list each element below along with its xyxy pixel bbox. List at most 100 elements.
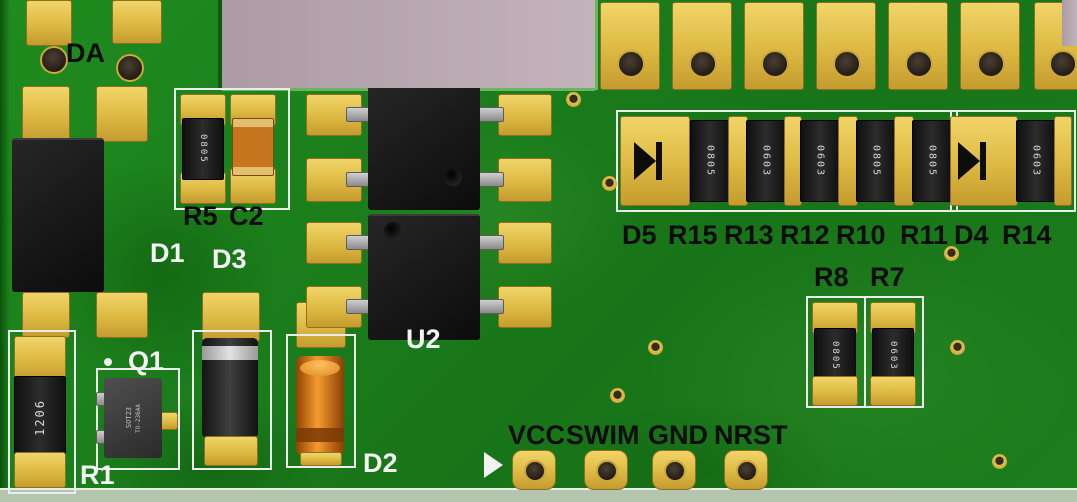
label-r10: R10 bbox=[836, 220, 886, 250]
silkscreen-outline-r5-c2 bbox=[174, 88, 290, 210]
chip-marking: 0603 bbox=[760, 144, 772, 178]
pad-gold bbox=[728, 116, 748, 206]
label-pin-swim: SWIM bbox=[566, 420, 640, 450]
chip-capacitor-c2 bbox=[232, 118, 274, 176]
label-r15: R15 bbox=[668, 220, 718, 250]
label-pin-gnd: GND bbox=[648, 420, 708, 450]
label-r14: R14 bbox=[1002, 220, 1052, 250]
via bbox=[602, 176, 617, 191]
drill-hole bbox=[905, 50, 933, 78]
silkscreen-pin1-dot bbox=[104, 358, 112, 366]
render-background-corner bbox=[1062, 0, 1077, 46]
label-r1: R1 bbox=[80, 460, 115, 490]
pad-gold bbox=[14, 336, 66, 380]
chip-resistor-r7: 0603 bbox=[872, 328, 914, 384]
pin1-dimple bbox=[384, 222, 402, 240]
pad-gold bbox=[112, 0, 162, 44]
board-notch-right-edge bbox=[595, 0, 598, 90]
drill-hole bbox=[524, 460, 546, 482]
silkscreen-outline-q1 bbox=[96, 368, 180, 470]
chip-marking: 0603 bbox=[814, 144, 826, 178]
pad-gold bbox=[498, 94, 552, 136]
board-notch-left-edge bbox=[218, 0, 222, 90]
drill-hole bbox=[1049, 50, 1077, 78]
drill-hole bbox=[40, 46, 68, 74]
chip-marking: 0603 bbox=[1030, 144, 1042, 178]
chip-resistor-r1: 1206 bbox=[14, 376, 66, 458]
drill-hole bbox=[761, 50, 789, 78]
chip-marking: 0805 bbox=[198, 134, 208, 164]
pad-gold bbox=[838, 116, 858, 206]
via bbox=[648, 340, 663, 355]
chip-resistor-r10: 0805 bbox=[856, 120, 896, 202]
drill-hole bbox=[833, 50, 861, 78]
chip-marking: 0805 bbox=[704, 144, 716, 178]
diode-symbol-d4 bbox=[958, 142, 986, 180]
label-r13: R13 bbox=[724, 220, 774, 250]
pad-gold bbox=[300, 452, 342, 466]
silkscreen-pin1-arrow bbox=[484, 452, 503, 478]
chip-marking: 0603 bbox=[888, 341, 898, 371]
component-body-u2-top bbox=[368, 84, 480, 210]
chip-resistor-r12: 0603 bbox=[800, 120, 840, 202]
label-d3: D3 bbox=[212, 244, 247, 274]
label-r8: R8 bbox=[814, 262, 849, 292]
chip-resistor-r8: 0805 bbox=[814, 328, 856, 384]
pad-gold bbox=[202, 292, 260, 342]
pad-gold bbox=[204, 436, 258, 466]
pad-gold bbox=[96, 292, 148, 338]
silkscreen-outline-d2 bbox=[286, 334, 356, 468]
label-d2: D2 bbox=[363, 448, 398, 478]
via bbox=[566, 92, 581, 107]
component-body-q1: SOT23 TO-236AA bbox=[104, 378, 162, 458]
chip-resistor-r13: 0603 bbox=[746, 120, 786, 202]
silkscreen-outline-d3 bbox=[192, 330, 272, 470]
pad-gold bbox=[870, 376, 916, 406]
drill-hole bbox=[617, 50, 645, 78]
pin1-dimple bbox=[444, 168, 462, 186]
pad-gold bbox=[14, 452, 66, 488]
drill-hole bbox=[664, 460, 686, 482]
pad-gold bbox=[498, 222, 552, 264]
header-pad-swim bbox=[584, 450, 628, 490]
drill-hole bbox=[116, 54, 144, 82]
chip-marking: 0805 bbox=[830, 341, 840, 371]
board-left-edge bbox=[0, 0, 10, 488]
pad-gold bbox=[894, 116, 914, 206]
chip-resistor-r5: 0805 bbox=[182, 118, 224, 180]
board-bottom-edge bbox=[0, 488, 1077, 502]
label-d4: D4 bbox=[954, 220, 989, 250]
label-d1: D1 bbox=[150, 238, 185, 268]
pad-gold bbox=[812, 376, 858, 406]
pad-gold bbox=[26, 0, 72, 46]
component-top-cap bbox=[300, 360, 340, 376]
diode-cathode-stripe bbox=[202, 346, 258, 360]
label-d5: D5 bbox=[622, 220, 657, 250]
drill-hole bbox=[596, 460, 618, 482]
render-background-notch bbox=[222, 0, 595, 88]
label-r12: R12 bbox=[780, 220, 830, 250]
label-pin-vcc: VCC bbox=[508, 420, 566, 450]
label-q1: Q1 bbox=[128, 346, 165, 376]
drill-hole bbox=[736, 460, 758, 482]
via bbox=[944, 246, 959, 261]
pad-gold bbox=[498, 158, 552, 202]
label-da: DA bbox=[66, 38, 105, 68]
via bbox=[992, 454, 1007, 469]
diode-symbol-d5 bbox=[634, 142, 662, 180]
label-r5: R5 bbox=[183, 201, 218, 231]
chip-resistor-r14: 0603 bbox=[1016, 120, 1056, 202]
via bbox=[950, 340, 965, 355]
pad-gold bbox=[498, 286, 552, 328]
component-band bbox=[296, 428, 344, 442]
via bbox=[610, 388, 625, 403]
label-r11: R11 bbox=[900, 220, 949, 250]
pad-gold bbox=[160, 412, 178, 430]
chip-marking: 1206 bbox=[33, 398, 47, 436]
label-u2: U2 bbox=[406, 324, 441, 354]
silkscreen-outline-r7 bbox=[864, 296, 924, 408]
chip-resistor-r15: 0805 bbox=[690, 120, 730, 202]
chip-resistor-r11: 0805 bbox=[912, 120, 952, 202]
chip-marking: TO-236AA bbox=[134, 403, 142, 433]
